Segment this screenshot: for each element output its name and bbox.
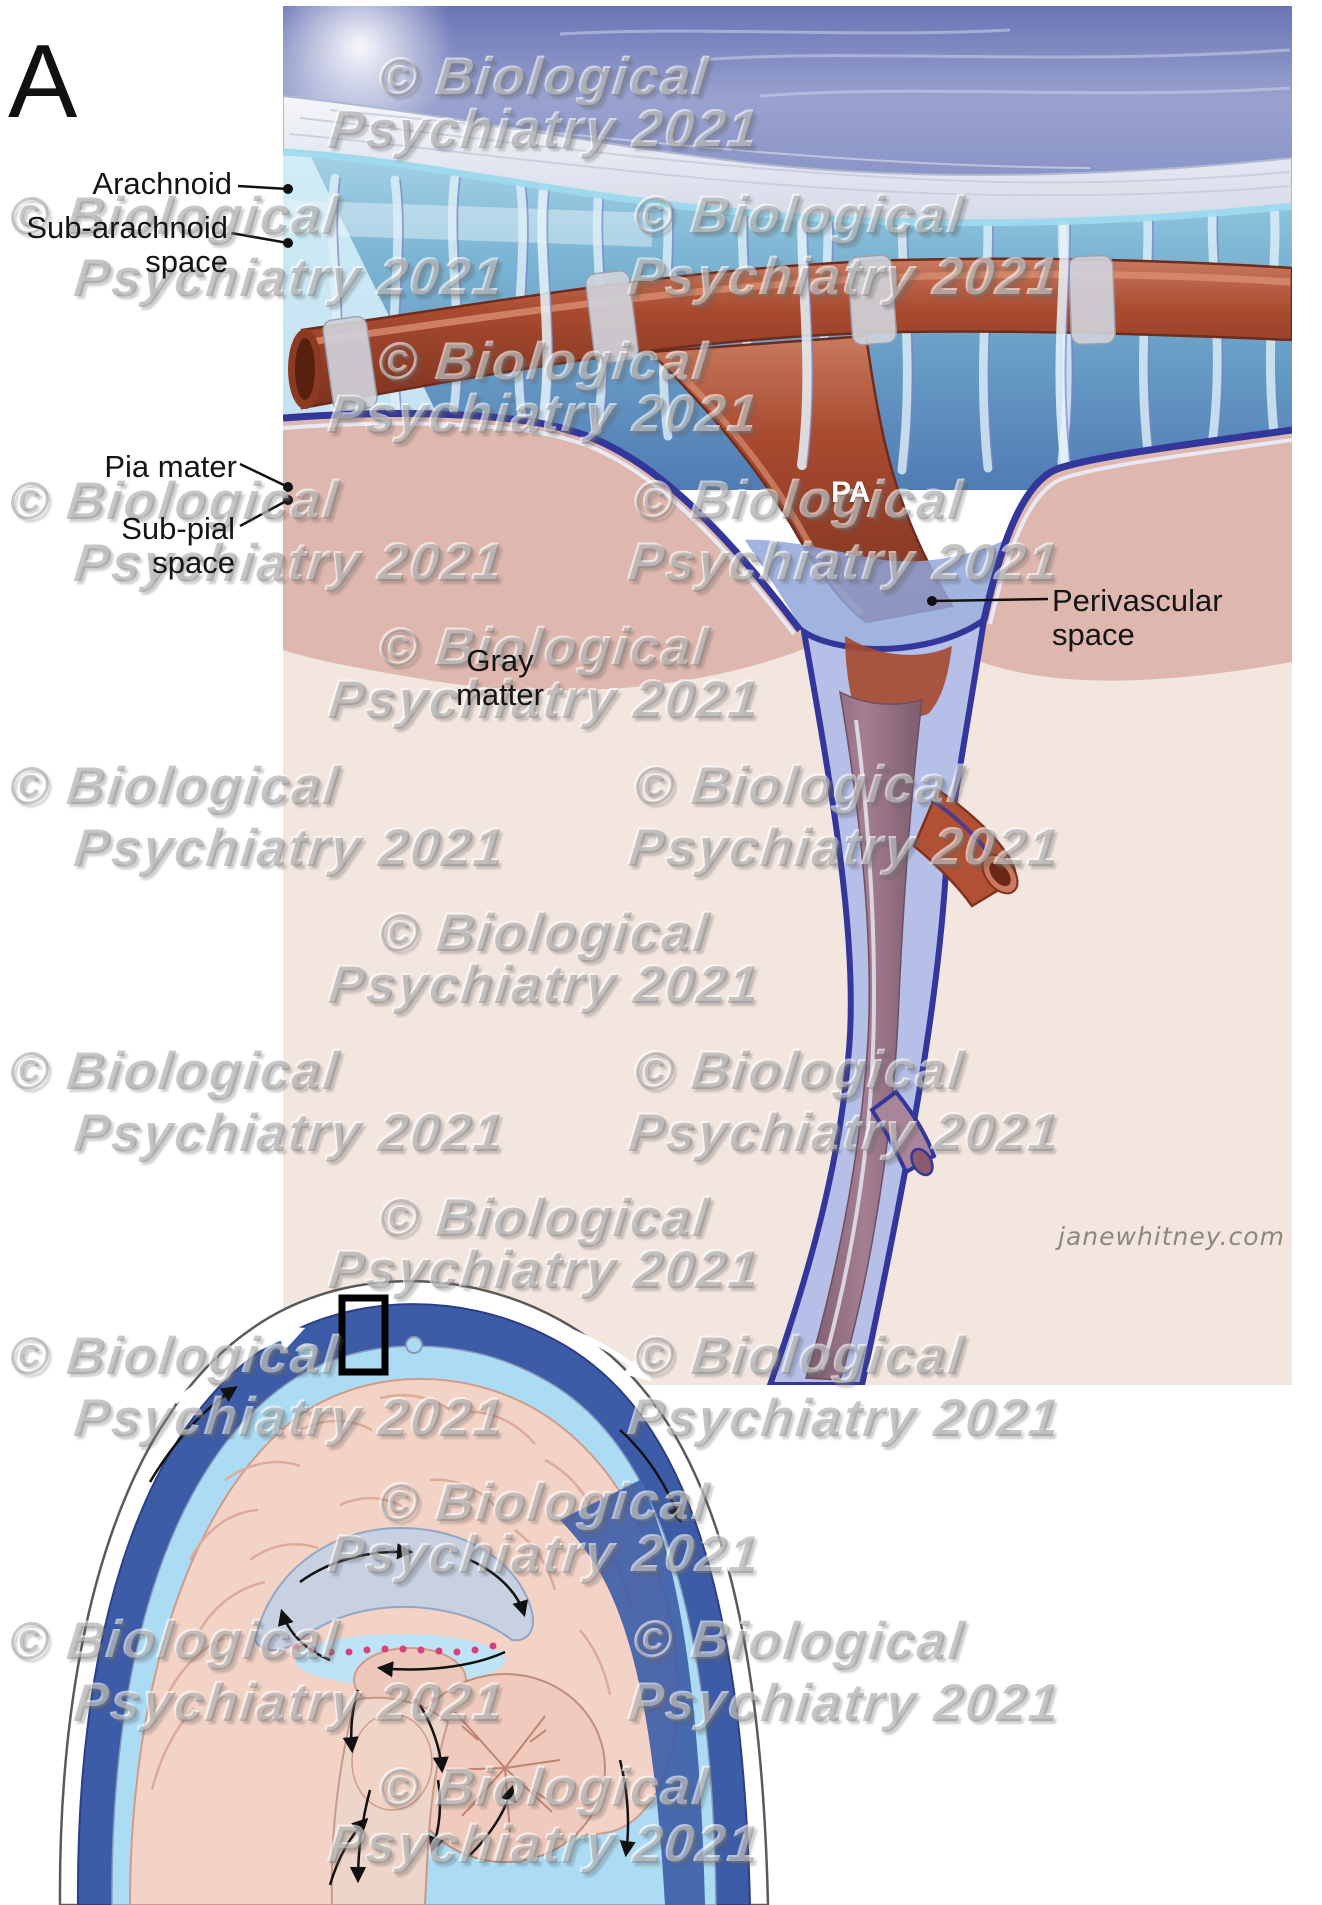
csf-flow-arrows	[148, 1386, 684, 1886]
perivascular-sheath	[766, 613, 1019, 1385]
dura-fibers	[559, 28, 1291, 98]
pial-funnel	[745, 538, 1010, 649]
trabecular-sleeves	[322, 254, 1116, 413]
pia-mater-line	[283, 410, 1292, 636]
csf-rim	[283, 148, 1292, 227]
brainstem	[330, 1696, 450, 1905]
arteriole-branch	[912, 788, 1019, 908]
tentorium-sinus	[560, 1480, 705, 1905]
gyri-lines	[150, 1394, 634, 1791]
light-beam	[283, 200, 653, 247]
inset-location-marker	[338, 1294, 389, 1376]
gray-matter-superficial	[283, 413, 806, 691]
gray-matter	[283, 413, 1292, 1385]
sinus-flow-arrows	[173, 1317, 741, 1574]
corpus-callosum	[253, 1526, 534, 1652]
dura-band	[283, 6, 1292, 177]
vessel-highlight	[820, 719, 877, 1371]
brain-inset	[58, 1279, 770, 1905]
main-panel	[283, 6, 1292, 1385]
arteriole-stub	[869, 1089, 937, 1177]
leader-lines	[230, 184, 1049, 606]
arachnoid-membrane	[283, 94, 1292, 227]
